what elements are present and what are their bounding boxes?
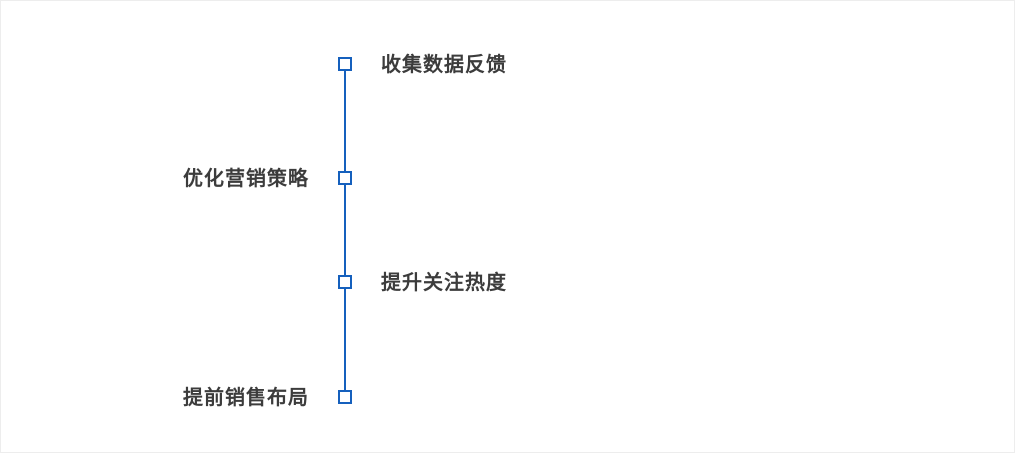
timeline-item-label-2: 优化营销策略 bbox=[183, 168, 309, 190]
timeline-line bbox=[344, 64, 346, 397]
timeline-node-marker-1 bbox=[338, 57, 352, 71]
timeline-item-label-1: 收集数据反馈 bbox=[381, 54, 507, 76]
timeline-item-label-3: 提升关注热度 bbox=[381, 272, 507, 294]
timeline-item-label-4: 提前销售布局 bbox=[183, 387, 309, 409]
timeline-node-marker-3 bbox=[338, 275, 352, 289]
timeline-node-marker-4 bbox=[338, 390, 352, 404]
timeline-node-marker-2 bbox=[338, 171, 352, 185]
